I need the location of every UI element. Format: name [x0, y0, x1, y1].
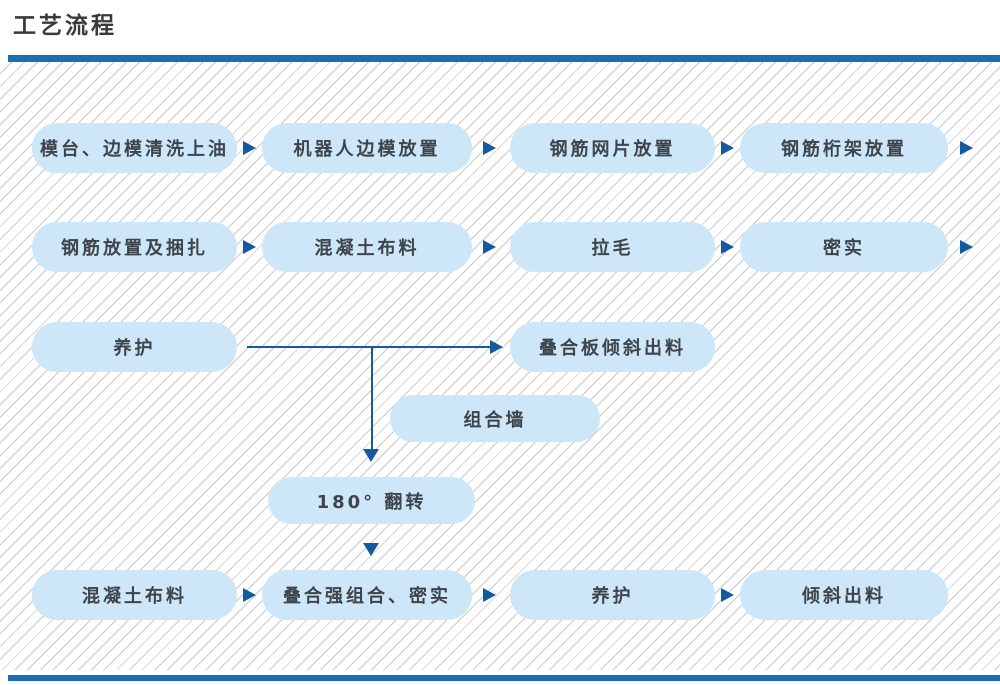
step-slab-tilt-discharge: 叠合板倾斜出料	[510, 322, 715, 372]
top-divider	[8, 55, 1000, 62]
step-180-flip: 180° 翻转	[268, 477, 475, 524]
flow-arrow-right-icon	[960, 240, 973, 254]
branch-connector-vertical	[371, 346, 373, 449]
step-composite-compact: 叠合强组合、密实	[262, 570, 472, 620]
flow-arrow-right-icon	[960, 141, 973, 155]
flow-arrow-down-icon	[363, 543, 379, 556]
step-curing: 养护	[32, 322, 237, 372]
flow-arrow-right-icon	[721, 141, 734, 155]
step-curing-2: 养护	[510, 570, 715, 620]
step-truss-placement: 钢筋桁架放置	[740, 123, 948, 173]
step-mesh-placement: 钢筋网片放置	[510, 123, 715, 173]
step-rebar-binding: 钢筋放置及捆扎	[32, 222, 237, 272]
page-title: 工艺流程	[13, 13, 117, 39]
branch-connector-horizontal	[247, 346, 490, 348]
flow-arrow-right-icon	[243, 588, 256, 602]
step-composite-wall: 组合墙	[390, 395, 600, 442]
step-concrete-pouring: 混凝土布料	[262, 222, 472, 272]
flow-arrow-right-icon	[721, 240, 734, 254]
flow-canvas: 模台、边模清洗上油 机器人边模放置 钢筋网片放置 钢筋桁架放置 钢筋放置及捆扎 …	[0, 62, 1000, 670]
step-roughening: 拉毛	[510, 222, 715, 272]
flow-arrow-right-icon	[490, 340, 503, 354]
step-compacting: 密实	[740, 222, 948, 272]
step-robot-sideform: 机器人边模放置	[262, 123, 472, 173]
bottom-divider	[8, 675, 1000, 681]
step-concrete-pouring-2: 混凝土布料	[32, 570, 237, 620]
flow-arrow-right-icon	[721, 588, 734, 602]
flow-arrow-right-icon	[483, 588, 496, 602]
flow-arrow-right-icon	[483, 240, 496, 254]
flow-arrow-right-icon	[243, 240, 256, 254]
step-mold-cleaning: 模台、边模清洗上油	[32, 123, 237, 173]
flow-arrow-right-icon	[483, 141, 496, 155]
step-tilt-discharge: 倾斜出料	[740, 570, 948, 620]
flow-arrow-right-icon	[243, 141, 256, 155]
flow-arrow-down-icon	[363, 449, 379, 462]
